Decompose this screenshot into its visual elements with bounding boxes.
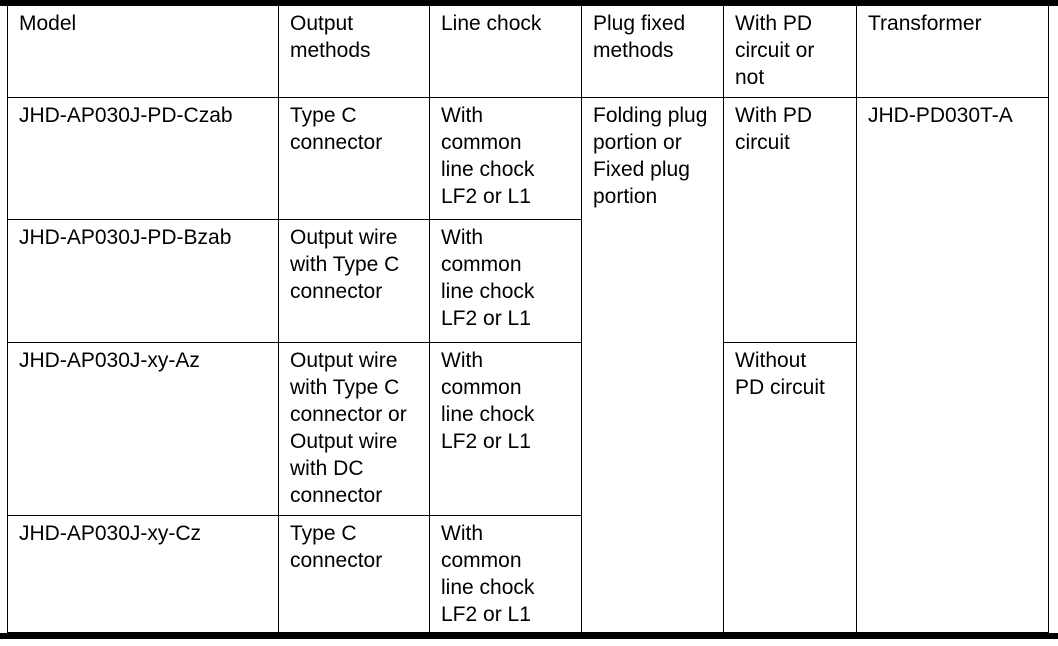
output-methods-cell: Output wire with Type C connector or Out… — [278, 342, 430, 516]
plug-fixed-methods-cell: Folding plug portion or Fixed plug porti… — [581, 97, 724, 633]
header-output-methods: Output methods — [278, 5, 430, 98]
page-top-rule — [0, 0, 1058, 6]
with-pd-circuit-cell: With PD circuit — [723, 97, 857, 343]
line-chock-cell: With common line chock LF2 or L1 — [429, 515, 582, 633]
model-cell: JHD-AP030J-xy-Az — [7, 342, 279, 516]
model-cell: JHD-AP030J-PD-Czab — [7, 97, 279, 220]
table-row: JHD-AP030J-PD-Czab Type C connector With… — [7, 97, 1049, 633]
line-chock-cell: With common line chock LF2 or L1 — [429, 219, 582, 343]
header-row: Model Output methods Line chock Plug fix… — [7, 5, 1049, 98]
header-plug-fixed-methods: Plug fixed methods — [581, 5, 724, 98]
header-pd-circuit: With PD circuit or not — [723, 5, 857, 98]
model-spec-table: Model Output methods Line chock Plug fix… — [7, 5, 1049, 633]
header-transformer: Transformer — [856, 5, 1049, 98]
header-line-chock: Line chock — [429, 5, 582, 98]
table-row: JHD-AP030J-xy-Az Output wire with Type C… — [7, 342, 1049, 633]
table-row: JHD-AP030J-PD-Bzab Output wire with Type… — [7, 219, 1049, 343]
page-bottom-rule — [0, 633, 1058, 639]
output-methods-cell: Type C connector — [278, 515, 430, 633]
line-chock-cell: With common line chock LF2 or L1 — [429, 342, 582, 516]
without-pd-circuit-cell: Without PD circuit — [723, 342, 857, 633]
model-cell: JHD-AP030J-xy-Cz — [7, 515, 279, 633]
line-chock-cell: With common line chock LF2 or L1 — [429, 97, 582, 220]
output-methods-cell: Output wire with Type C connector — [278, 219, 430, 343]
header-model: Model — [7, 5, 279, 98]
table-row: JHD-AP030J-xy-Cz Type C connector With c… — [7, 515, 1049, 633]
output-methods-cell: Type C connector — [278, 97, 430, 220]
model-cell: JHD-AP030J-PD-Bzab — [7, 219, 279, 343]
transformer-cell: JHD-PD030T-A — [856, 97, 1049, 633]
